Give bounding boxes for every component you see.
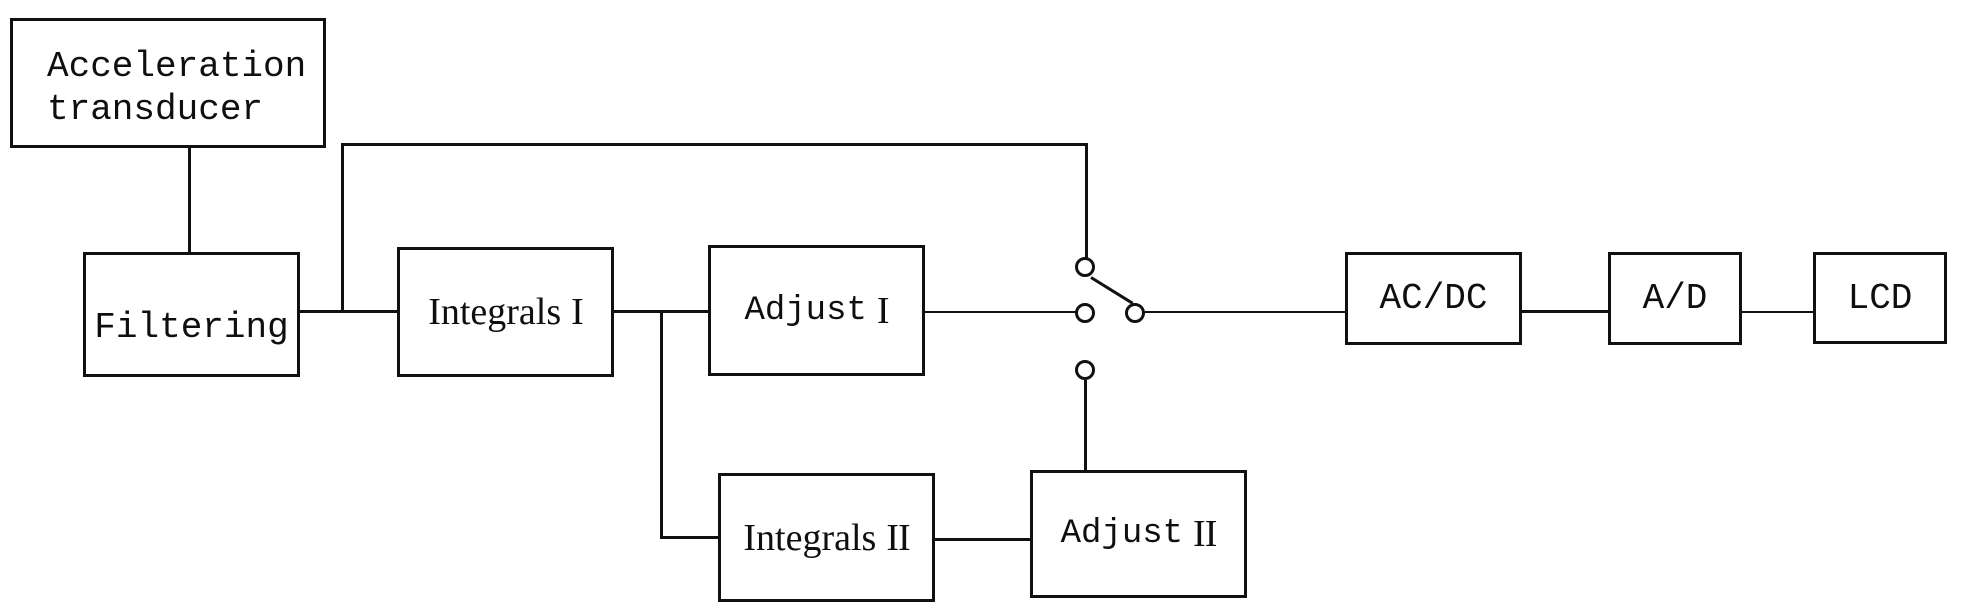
connector-filtering-to-integrals-1	[300, 310, 397, 313]
block-integrals-1: Integrals I	[397, 247, 614, 377]
acceleration-transducer-label-line2: transducer	[47, 89, 264, 130]
ac-dc-label: AC/DC	[1379, 278, 1488, 319]
block-integrals-2: Integrals II	[718, 473, 935, 602]
switch-contact-top	[1075, 257, 1095, 277]
block-adjust-1: Adjust I	[708, 245, 925, 376]
connector-feedback-left-riser	[341, 143, 344, 313]
block-filtering: Filtering	[83, 252, 300, 377]
connector-adjust-2-to-switch	[1084, 380, 1087, 470]
adjust-1-label: Adjust	[744, 291, 867, 330]
block-a-d: A/D	[1608, 252, 1742, 345]
integrals-1-label: Integrals	[428, 291, 562, 333]
acceleration-transducer-label-line1: Acceleration	[47, 46, 307, 87]
lcd-label: LCD	[1847, 277, 1913, 319]
connector-branch-to-integrals-2	[660, 536, 718, 539]
a-d-label: A/D	[1642, 278, 1708, 319]
connector-ac-dc-to-a-d	[1522, 310, 1608, 313]
switch-contact-bottom	[1075, 360, 1095, 380]
connector-switch-to-ac-dc	[1145, 311, 1345, 313]
connector-feedback-top-run	[341, 143, 1088, 146]
adjust-2-numeral: II	[1193, 513, 1217, 555]
connector-branch-down	[660, 310, 663, 539]
connector-transducer-to-filtering	[188, 148, 191, 252]
block-lcd: LCD	[1813, 252, 1947, 344]
connector-integrals-2-to-adjust-2	[935, 538, 1030, 541]
adjust-1-numeral: I	[876, 289, 890, 332]
switch-arm	[1090, 276, 1134, 305]
integrals-2-numeral: II	[886, 516, 910, 559]
switch-contact-middle	[1075, 303, 1095, 323]
block-adjust-2: Adjust II	[1030, 470, 1247, 598]
connector-a-d-to-lcd	[1742, 311, 1813, 313]
block-ac-dc: AC/DC	[1345, 252, 1522, 345]
adjust-2-label: Adjust	[1060, 515, 1184, 553]
switch-contact-output	[1125, 303, 1145, 323]
connector-feedback-drop-to-switch	[1085, 143, 1088, 259]
integrals-1-numeral: I	[571, 291, 584, 333]
integrals-2-label: Integrals	[743, 516, 877, 559]
filtering-label: Filtering	[94, 307, 289, 348]
block-acceleration-transducer: Acceleration transducer	[10, 18, 326, 148]
connector-adjust-1-to-switch	[925, 311, 1076, 313]
